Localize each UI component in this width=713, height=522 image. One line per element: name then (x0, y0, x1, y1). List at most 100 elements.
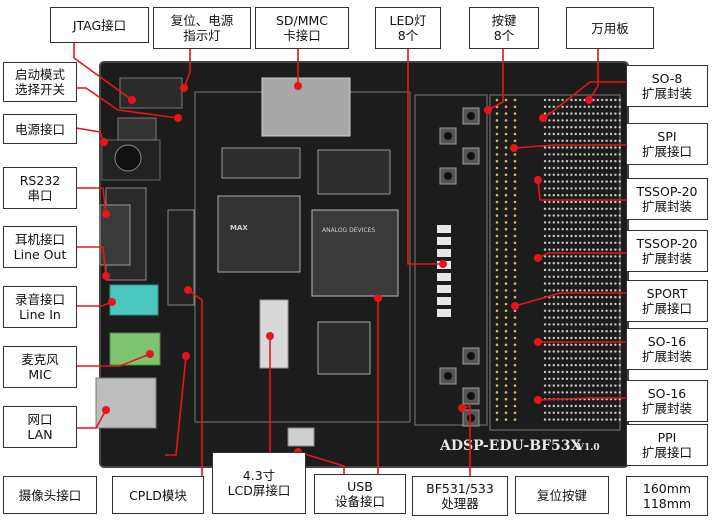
proto-hole (592, 119, 595, 122)
proto-hole (570, 343, 573, 346)
proto-hole (592, 255, 595, 258)
proto-hole (574, 255, 577, 258)
header-pin (504, 268, 508, 272)
header-pin (504, 261, 508, 265)
proto-hole (583, 330, 586, 333)
proto-hole (583, 255, 586, 258)
proto-hole (583, 132, 586, 136)
proto-hole (609, 323, 613, 326)
header-pin (513, 384, 517, 387)
proto-hole (570, 248, 573, 251)
proto-hole (614, 160, 617, 163)
proto-hole (574, 214, 577, 217)
proto-hole (609, 296, 613, 299)
proto-hole (543, 105, 547, 109)
proto-hole (579, 411, 582, 414)
proto-hole (570, 221, 573, 224)
proto-hole (570, 139, 573, 142)
proto-hole (592, 350, 595, 353)
header-pin (495, 404, 499, 408)
proto-hole (557, 302, 560, 306)
proto-hole (601, 234, 604, 238)
proto-hole (592, 160, 595, 163)
proto-hole (552, 166, 555, 170)
header-pin (513, 363, 517, 367)
proto-hole (557, 187, 560, 190)
proto-hole (587, 330, 591, 333)
proto-hole (548, 323, 551, 326)
proto-hole (561, 282, 564, 285)
proto-hole (605, 194, 608, 197)
proto-hole (561, 289, 564, 292)
proto-hole (596, 262, 599, 265)
proto-hole (570, 330, 573, 333)
proto-hole (548, 132, 551, 136)
proto-hole (557, 377, 560, 380)
header-pin (513, 173, 517, 177)
proto-hole (609, 112, 613, 115)
proto-hole (601, 112, 604, 115)
proto-hole (579, 336, 582, 340)
header-pin (504, 207, 508, 211)
proto-hole (587, 391, 591, 394)
proto-hole (557, 248, 560, 251)
proto-hole (561, 173, 564, 176)
proto-hole (552, 343, 555, 346)
proto-hole (543, 180, 547, 183)
proto-hole (596, 384, 599, 387)
proto-hole (561, 377, 564, 380)
proto-hole (601, 350, 604, 353)
proto-hole (570, 126, 573, 129)
proto-hole (583, 418, 586, 421)
proto-hole (570, 187, 573, 190)
proto-hole (614, 418, 617, 421)
proto-hole (605, 187, 608, 190)
proto-hole (565, 377, 569, 380)
proto-hole (574, 221, 577, 224)
proto-hole (596, 336, 599, 340)
proto-hole (601, 357, 604, 360)
proto-hole (601, 262, 604, 265)
push-key-cap (444, 372, 452, 380)
proto-hole (596, 234, 599, 238)
proto-hole (552, 268, 555, 272)
header-pin (504, 227, 508, 231)
header-pin (495, 329, 499, 333)
proto-hole (570, 418, 573, 421)
proto-hole (561, 207, 564, 210)
proto-hole (614, 268, 617, 272)
header-pin (504, 275, 508, 279)
header-pin (513, 275, 517, 279)
header-pin (513, 404, 517, 408)
proto-hole (587, 187, 591, 190)
proto-hole (570, 153, 573, 156)
proto-hole (548, 275, 551, 278)
header-pin (513, 166, 517, 170)
proto-hole (552, 404, 555, 408)
proto-hole (557, 160, 560, 163)
proto-hole (548, 330, 551, 333)
proto-hole (614, 316, 617, 319)
proto-hole (565, 173, 569, 176)
leader-dot (539, 114, 547, 122)
proto-hole (596, 418, 599, 421)
proto-hole (543, 289, 547, 292)
proto-hole (596, 343, 599, 346)
header-pin (504, 289, 508, 292)
proto-hole (565, 194, 569, 197)
proto-hole (605, 268, 608, 272)
proto-hole (601, 364, 604, 367)
header-pin (495, 384, 499, 387)
proto-hole (614, 330, 617, 333)
push-key-cap (467, 392, 475, 400)
proto-hole (583, 200, 586, 204)
proto-hole (579, 418, 582, 421)
header-pin (504, 193, 508, 197)
proto-hole (552, 132, 555, 136)
proto-hole (561, 146, 564, 149)
proto-hole (570, 194, 573, 197)
